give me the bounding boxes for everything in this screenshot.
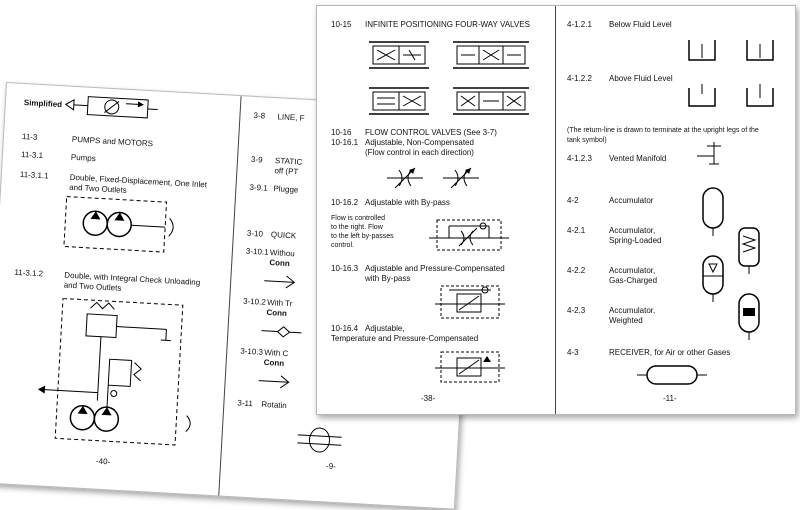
item-title: Conn bbox=[263, 357, 285, 368]
header-label: Simplified bbox=[23, 98, 63, 110]
accumulator-symbol bbox=[701, 186, 725, 236]
item-title: Below Fluid Level bbox=[609, 20, 672, 29]
item-number: 3-10.3 bbox=[240, 346, 264, 357]
page-number: -11- bbox=[663, 394, 677, 403]
note-text: to the right. Flow bbox=[331, 224, 383, 231]
item-number: 11-3 bbox=[21, 131, 38, 142]
item-title: Adjustable, Non-Compensated bbox=[365, 138, 474, 147]
double-pump-symbol bbox=[64, 197, 187, 260]
item-title: Temperature and Pressure-Compensated bbox=[331, 334, 479, 343]
item-title: off (PT bbox=[274, 166, 299, 177]
item-number: 3-9.1 bbox=[249, 182, 268, 193]
item-title: Weighted bbox=[609, 316, 643, 325]
note-text: tank symbol) bbox=[567, 137, 607, 144]
item-number: 10-16 bbox=[331, 128, 352, 137]
four-way-valve-symbol bbox=[369, 40, 429, 70]
item-title: Above Fluid Level bbox=[609, 74, 673, 83]
quick-disconnect-symbol bbox=[264, 274, 305, 290]
item-title: FLOW CONTROL VALVES (See 3-7) bbox=[365, 128, 497, 137]
note-text: to the left by-passes bbox=[331, 233, 394, 240]
item-number: 4-1.2.3 bbox=[567, 154, 592, 163]
tank-above-fluid-symbol bbox=[745, 84, 775, 108]
item-number: 4-2.3 bbox=[567, 306, 586, 315]
tank-below-fluid-symbol bbox=[745, 40, 775, 62]
item-number: 4-1.2.1 bbox=[567, 20, 592, 29]
item-number: 3-8 bbox=[253, 110, 266, 121]
item-number: 4-3 bbox=[567, 348, 579, 357]
simplified-pump-symbol bbox=[65, 92, 166, 122]
note-text: (The return-line is drawn to terminate a… bbox=[567, 127, 759, 134]
item-number: 10-16.1 bbox=[331, 138, 359, 147]
item-title: Vented Manifold bbox=[609, 154, 667, 163]
item-title: INFINITE POSITIONING FOUR-WAY VALVES bbox=[365, 20, 530, 29]
item-number: 3-10.2 bbox=[242, 296, 267, 307]
column-divider bbox=[555, 6, 556, 414]
double-pump-unloading-symbol bbox=[37, 297, 233, 457]
item-number: 11-3.1 bbox=[20, 149, 44, 161]
spring-accumulator-symbol bbox=[737, 226, 761, 274]
tank-above-fluid-symbol bbox=[687, 84, 717, 108]
item-title: (Flow control in each direction) bbox=[365, 148, 474, 157]
page-number: -40- bbox=[95, 456, 111, 467]
rotating-coupling-symbol bbox=[297, 425, 342, 455]
item-number: 3-10.1 bbox=[245, 246, 269, 257]
item-title: Gas-Charged bbox=[609, 276, 658, 285]
item-number: 10-15 bbox=[331, 20, 352, 29]
item-title: Rotatin bbox=[261, 399, 287, 411]
item-title: and Two Outlets bbox=[68, 182, 128, 195]
item-title: Accumulator, bbox=[609, 266, 656, 275]
item-title: RECEIVER, for Air or other Gases bbox=[609, 348, 731, 357]
back-page-spread: Simplified 11-3 PUMPS and MOTORS 11-3.1 … bbox=[0, 82, 478, 510]
quick-disconnect-arrow-symbol bbox=[258, 374, 299, 390]
receiver-symbol bbox=[637, 364, 707, 386]
item-title: Adjustable, bbox=[365, 324, 405, 333]
item-title: Adjustable with By-pass bbox=[365, 198, 450, 207]
pressure-compensated-flow-symbol bbox=[435, 284, 505, 320]
item-title: and Two Outlets bbox=[63, 280, 122, 293]
item-title: PUMPS and MOTORS bbox=[71, 134, 154, 149]
item-title: Accumulator bbox=[609, 196, 654, 205]
item-title: Pumps bbox=[70, 152, 97, 164]
four-way-valve-symbol bbox=[453, 86, 529, 116]
vented-manifold-symbol bbox=[697, 142, 731, 168]
item-title: Plugge bbox=[273, 184, 299, 195]
front-page-spread: 10-15 INFINITE POSITIONING FOUR-WAY VALV… bbox=[316, 5, 796, 415]
item-number: 3-11 bbox=[237, 398, 254, 409]
tank-below-fluid-symbol bbox=[687, 40, 717, 62]
flow-control-symbol bbox=[443, 166, 479, 190]
quick-disconnect-check-symbol bbox=[261, 324, 302, 340]
item-number: 4-2 bbox=[567, 196, 579, 205]
item-number: 10-16.4 bbox=[331, 324, 359, 333]
item-title: Accumulator, bbox=[609, 226, 656, 235]
item-number: 11-3.1.2 bbox=[14, 267, 44, 279]
item-title: Spring-Loaded bbox=[609, 236, 662, 245]
temperature-pressure-compensated-symbol bbox=[435, 350, 505, 384]
page-number: -9- bbox=[325, 461, 337, 472]
item-number: 10-16.2 bbox=[331, 198, 359, 207]
four-way-valve-symbol bbox=[453, 40, 529, 70]
item-title: LINE, F bbox=[277, 112, 305, 123]
note-text: Flow is controlled bbox=[331, 215, 386, 222]
item-title: QUICK bbox=[270, 230, 297, 241]
item-number: 4-2.2 bbox=[567, 266, 586, 275]
item-number: 3-9 bbox=[250, 154, 263, 165]
item-number: 10-16.3 bbox=[331, 264, 359, 273]
gas-accumulator-symbol bbox=[701, 254, 725, 302]
weighted-accumulator-symbol bbox=[737, 292, 761, 340]
flow-control-bypass-symbol bbox=[429, 218, 509, 252]
note-text: control. bbox=[331, 242, 354, 249]
item-number: 4-2.1 bbox=[567, 226, 586, 235]
item-title: Conn bbox=[269, 257, 290, 269]
item-title: with By-pass bbox=[365, 274, 411, 283]
page-number: -38- bbox=[421, 394, 436, 403]
flow-control-symbol bbox=[387, 166, 423, 190]
four-way-valve-symbol bbox=[369, 86, 429, 116]
item-number: 3-10 bbox=[246, 228, 264, 239]
item-number: 4-1.2.2 bbox=[567, 74, 592, 83]
item-title: Accumulator, bbox=[609, 306, 656, 315]
item-title: Adjustable and Pressure-Compensated bbox=[365, 264, 505, 273]
item-title: Conn bbox=[266, 307, 288, 319]
item-number: 11-3.1.1 bbox=[19, 169, 49, 181]
